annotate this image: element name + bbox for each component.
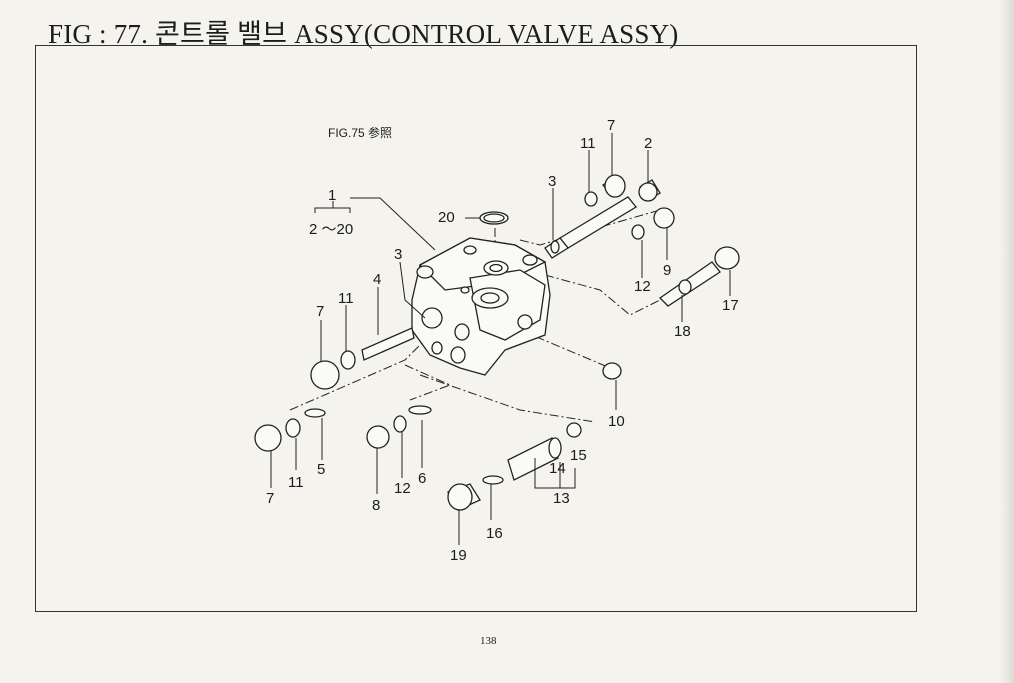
callout-11-left: 11 xyxy=(338,290,354,307)
callout-1: 1 xyxy=(328,187,336,204)
callout-7-lower: 7 xyxy=(266,490,274,507)
callout-18: 18 xyxy=(674,323,691,340)
callout-5: 5 xyxy=(317,461,325,478)
callout-2: 2 xyxy=(644,135,652,152)
lower-parts-group xyxy=(447,422,582,511)
callout-20: 20 xyxy=(438,209,455,226)
callout-4: 4 xyxy=(373,271,381,288)
leader-lines xyxy=(270,133,731,545)
callout-9: 9 xyxy=(663,262,671,279)
callout-17: 17 xyxy=(722,297,739,314)
callout-15: 15 xyxy=(570,447,587,464)
callout-14: 14 xyxy=(549,460,566,477)
left-parts-group xyxy=(254,307,443,452)
valve-body xyxy=(411,237,551,376)
callout-19: 19 xyxy=(450,547,467,564)
callout-8: 8 xyxy=(372,497,380,514)
reference-note: FIG.75 参照 xyxy=(328,125,392,140)
callout-11-upper: 11 xyxy=(580,135,596,152)
callout-12-upper: 12 xyxy=(634,278,651,295)
callout-7-upper: 7 xyxy=(607,117,615,134)
page-edge xyxy=(1000,0,1014,683)
callout-6: 6 xyxy=(418,470,426,487)
range-label: 2 ～20 xyxy=(309,221,353,238)
callout-3-upper: 3 xyxy=(548,173,556,190)
callout-12-lower: 12 xyxy=(394,480,411,497)
callout-10: 10 xyxy=(608,413,625,430)
upper-spool-group xyxy=(479,174,740,380)
callout-numbers: 1 2 3 3 4 5 6 7 7 7 8 9 10 11 11 11 12 1… xyxy=(266,117,739,564)
page-number: 138 xyxy=(480,635,497,647)
callout-11-lower: 11 xyxy=(288,474,304,491)
callout-7-left: 7 xyxy=(316,303,324,320)
diagram-frame xyxy=(35,45,917,612)
page-title: FIG : 77. 콘트롤 밸브 ASSY(CONTROL VALVE ASSY… xyxy=(48,19,679,49)
callout-16: 16 xyxy=(486,525,503,542)
callout-13: 13 xyxy=(553,490,570,507)
callout-3-left: 3 xyxy=(394,246,402,263)
